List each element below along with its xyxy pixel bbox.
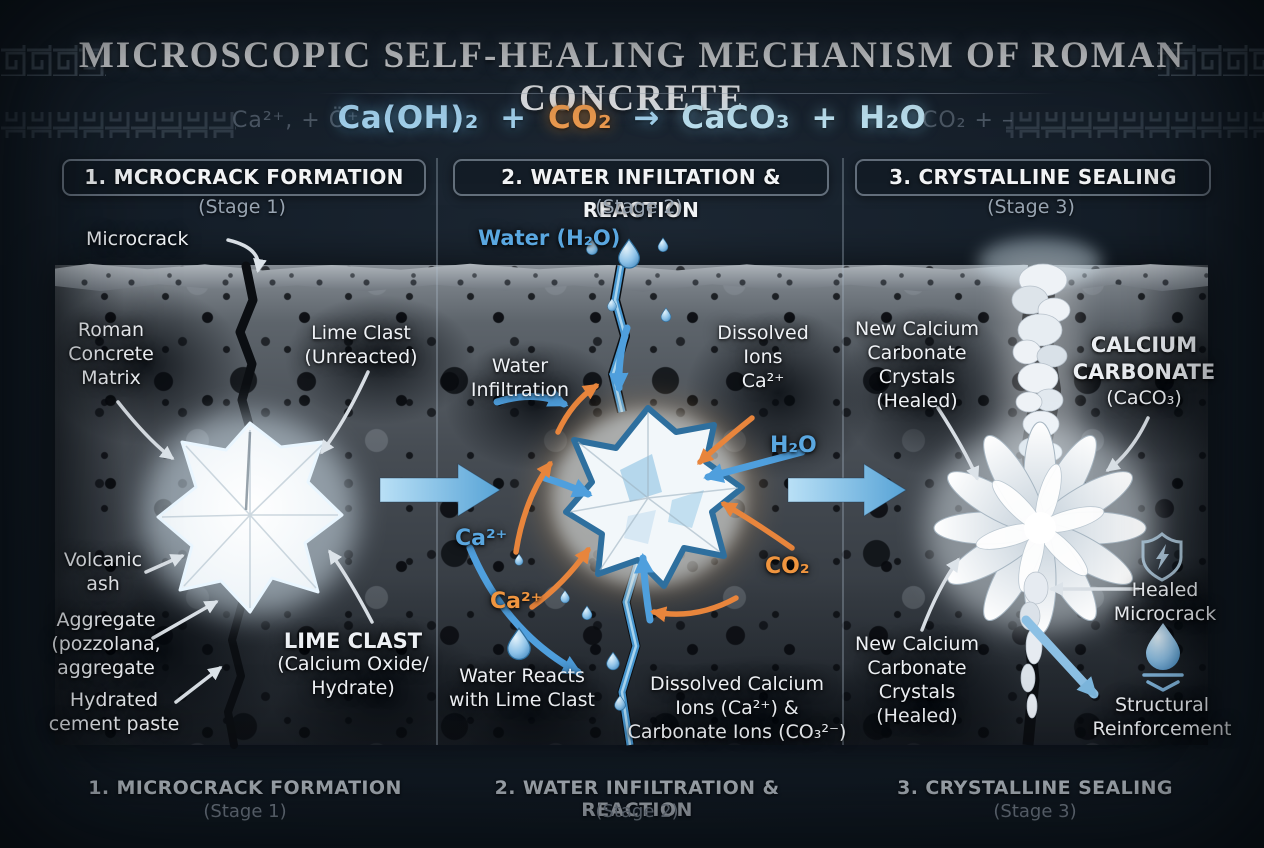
label-water-h2o: Water (H₂O) [478, 226, 621, 250]
label-dissolved-carbonate: Dissolved Calcium Ions (Ca²⁺) & Carbonat… [627, 673, 847, 744]
label-volcanic-ash: Volcanic ash [63, 549, 143, 596]
footer-stage1-sub: (Stage 1) [203, 801, 287, 822]
chemical-equation: Ca(OH)₂ + CO₂ → CaCO₃ + H₂O [0, 100, 1264, 136]
equation-product-1: CaCO₃ [681, 100, 791, 136]
stage3-subtitle: (Stage 3) [987, 196, 1075, 218]
label-microcrack: Microcrack [86, 228, 189, 250]
label-ca-ion-orange: Ca²⁺ [490, 589, 543, 614]
page-title: MICROSCOPIC SELF-HEALING MECHANISM OF RO… [78, 35, 1186, 119]
equation-product-2: H₂O [859, 100, 927, 136]
label-water-infiltration: Water Infiltration [470, 355, 570, 402]
equation-faint-left: Ca²⁺, + Ö⁺ [232, 108, 360, 133]
label-calcium-carbonate: CALCIUM CARBONATE [1072, 333, 1216, 384]
label-new-crystals-lower: New Calcium Carbonate Crystals (Healed) [855, 633, 979, 728]
label-calcium-carbonate-formula: (CaCO₃) [1106, 387, 1182, 409]
label-co2-ion: CO₂ [765, 554, 810, 579]
footer-stage2-sub: (Stage 2) [595, 801, 679, 822]
label-structural-reinforcement: Structural Reinforcement [1092, 694, 1232, 741]
stage1-header: 1. MCROCRACK FORMATION [62, 159, 426, 196]
label-lime-clast-title: LIME CLAST [283, 629, 423, 653]
stage2-header: 2. WATER INFILTATION & REACTION [453, 159, 829, 222]
label-dissolved-ions: Dissolved Ions Ca²⁺ [717, 322, 809, 393]
footer-stage1-title: 1. MICROCRACK FORMATION [88, 777, 402, 799]
stage2-subtitle: (Stage 2) [595, 196, 683, 218]
footer-stage3-title: 3. CRYSTALLINE SEALING [897, 777, 1173, 799]
equation-arrow: → [633, 100, 660, 136]
equation-plus-1: + [500, 100, 527, 136]
footer-stage3-sub: (Stage 3) [993, 801, 1077, 822]
label-hydrated-cement-paste: Hydrated cement paste [48, 689, 180, 736]
label-aggregate: Aggregate (pozzolana, aggregate [51, 609, 161, 680]
equation-faint-right: CO₂ + – [922, 108, 1014, 133]
stage1-subtitle: (Stage 1) [198, 196, 286, 218]
label-ca-ion-blue: Ca²⁺ [455, 526, 508, 551]
title-divider [318, 93, 1056, 94]
equation-reactant-2: CO₂ [547, 100, 613, 136]
label-h2o-ion: H₂O [770, 433, 817, 458]
label-lime-clast-unreacted: Lime Clast (Unreacted) [304, 322, 418, 369]
equation-reactant-1: Ca(OH)₂ [337, 100, 479, 136]
label-healed-microcrack: Healed Microcrack [1113, 579, 1217, 626]
label-new-crystals-upper: New Calcium Carbonate Crystals (Healed) [855, 318, 979, 413]
stage3-header: 3. CRYSTALLINE SEALING [855, 159, 1211, 196]
label-roman-concrete-matrix: Roman Concrete Matrix [68, 319, 154, 390]
equation-plus-2: + [811, 100, 838, 136]
label-water-reacts: Water Reacts with Lime Clast [449, 665, 595, 712]
footer-stage2-title: 2. WATER INFILTRATION & REACTION [494, 777, 780, 821]
label-lime-clast-sub: (Calcium Oxide/ Hydrate) [277, 653, 429, 700]
